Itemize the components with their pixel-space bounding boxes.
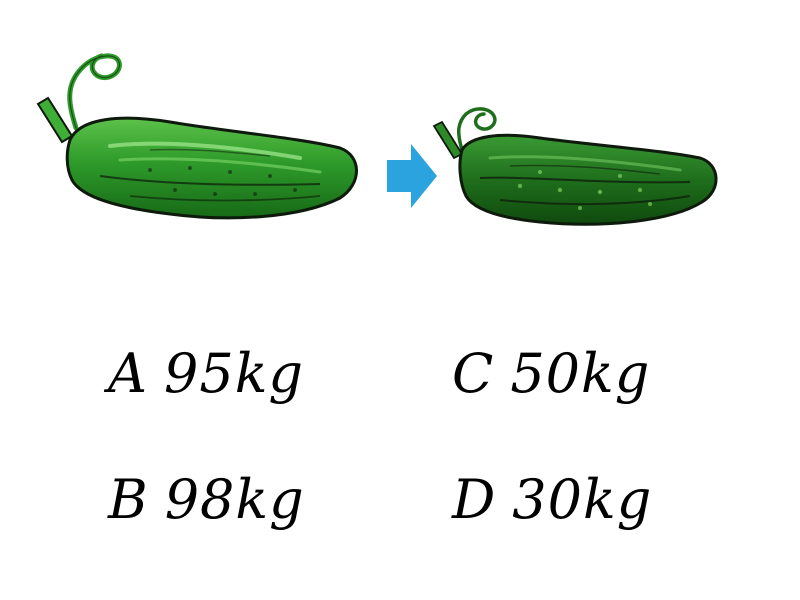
option-c-letter: C bbox=[452, 342, 495, 405]
option-a-letter: A bbox=[108, 342, 148, 405]
cucumber-dried-icon bbox=[432, 107, 718, 226]
cucumber-fresh-icon bbox=[36, 53, 358, 220]
option-b-letter: B bbox=[108, 468, 149, 531]
option-b-value: 98kg bbox=[164, 468, 305, 531]
cucumber-drying-illustration bbox=[36, 53, 718, 226]
option-c-value: 50kg bbox=[510, 342, 651, 405]
option-d-letter: D bbox=[452, 468, 497, 531]
option-d-value: 30kg bbox=[512, 468, 653, 531]
arrow-right-icon bbox=[387, 144, 437, 208]
option-a-value: 95kg bbox=[164, 342, 305, 405]
